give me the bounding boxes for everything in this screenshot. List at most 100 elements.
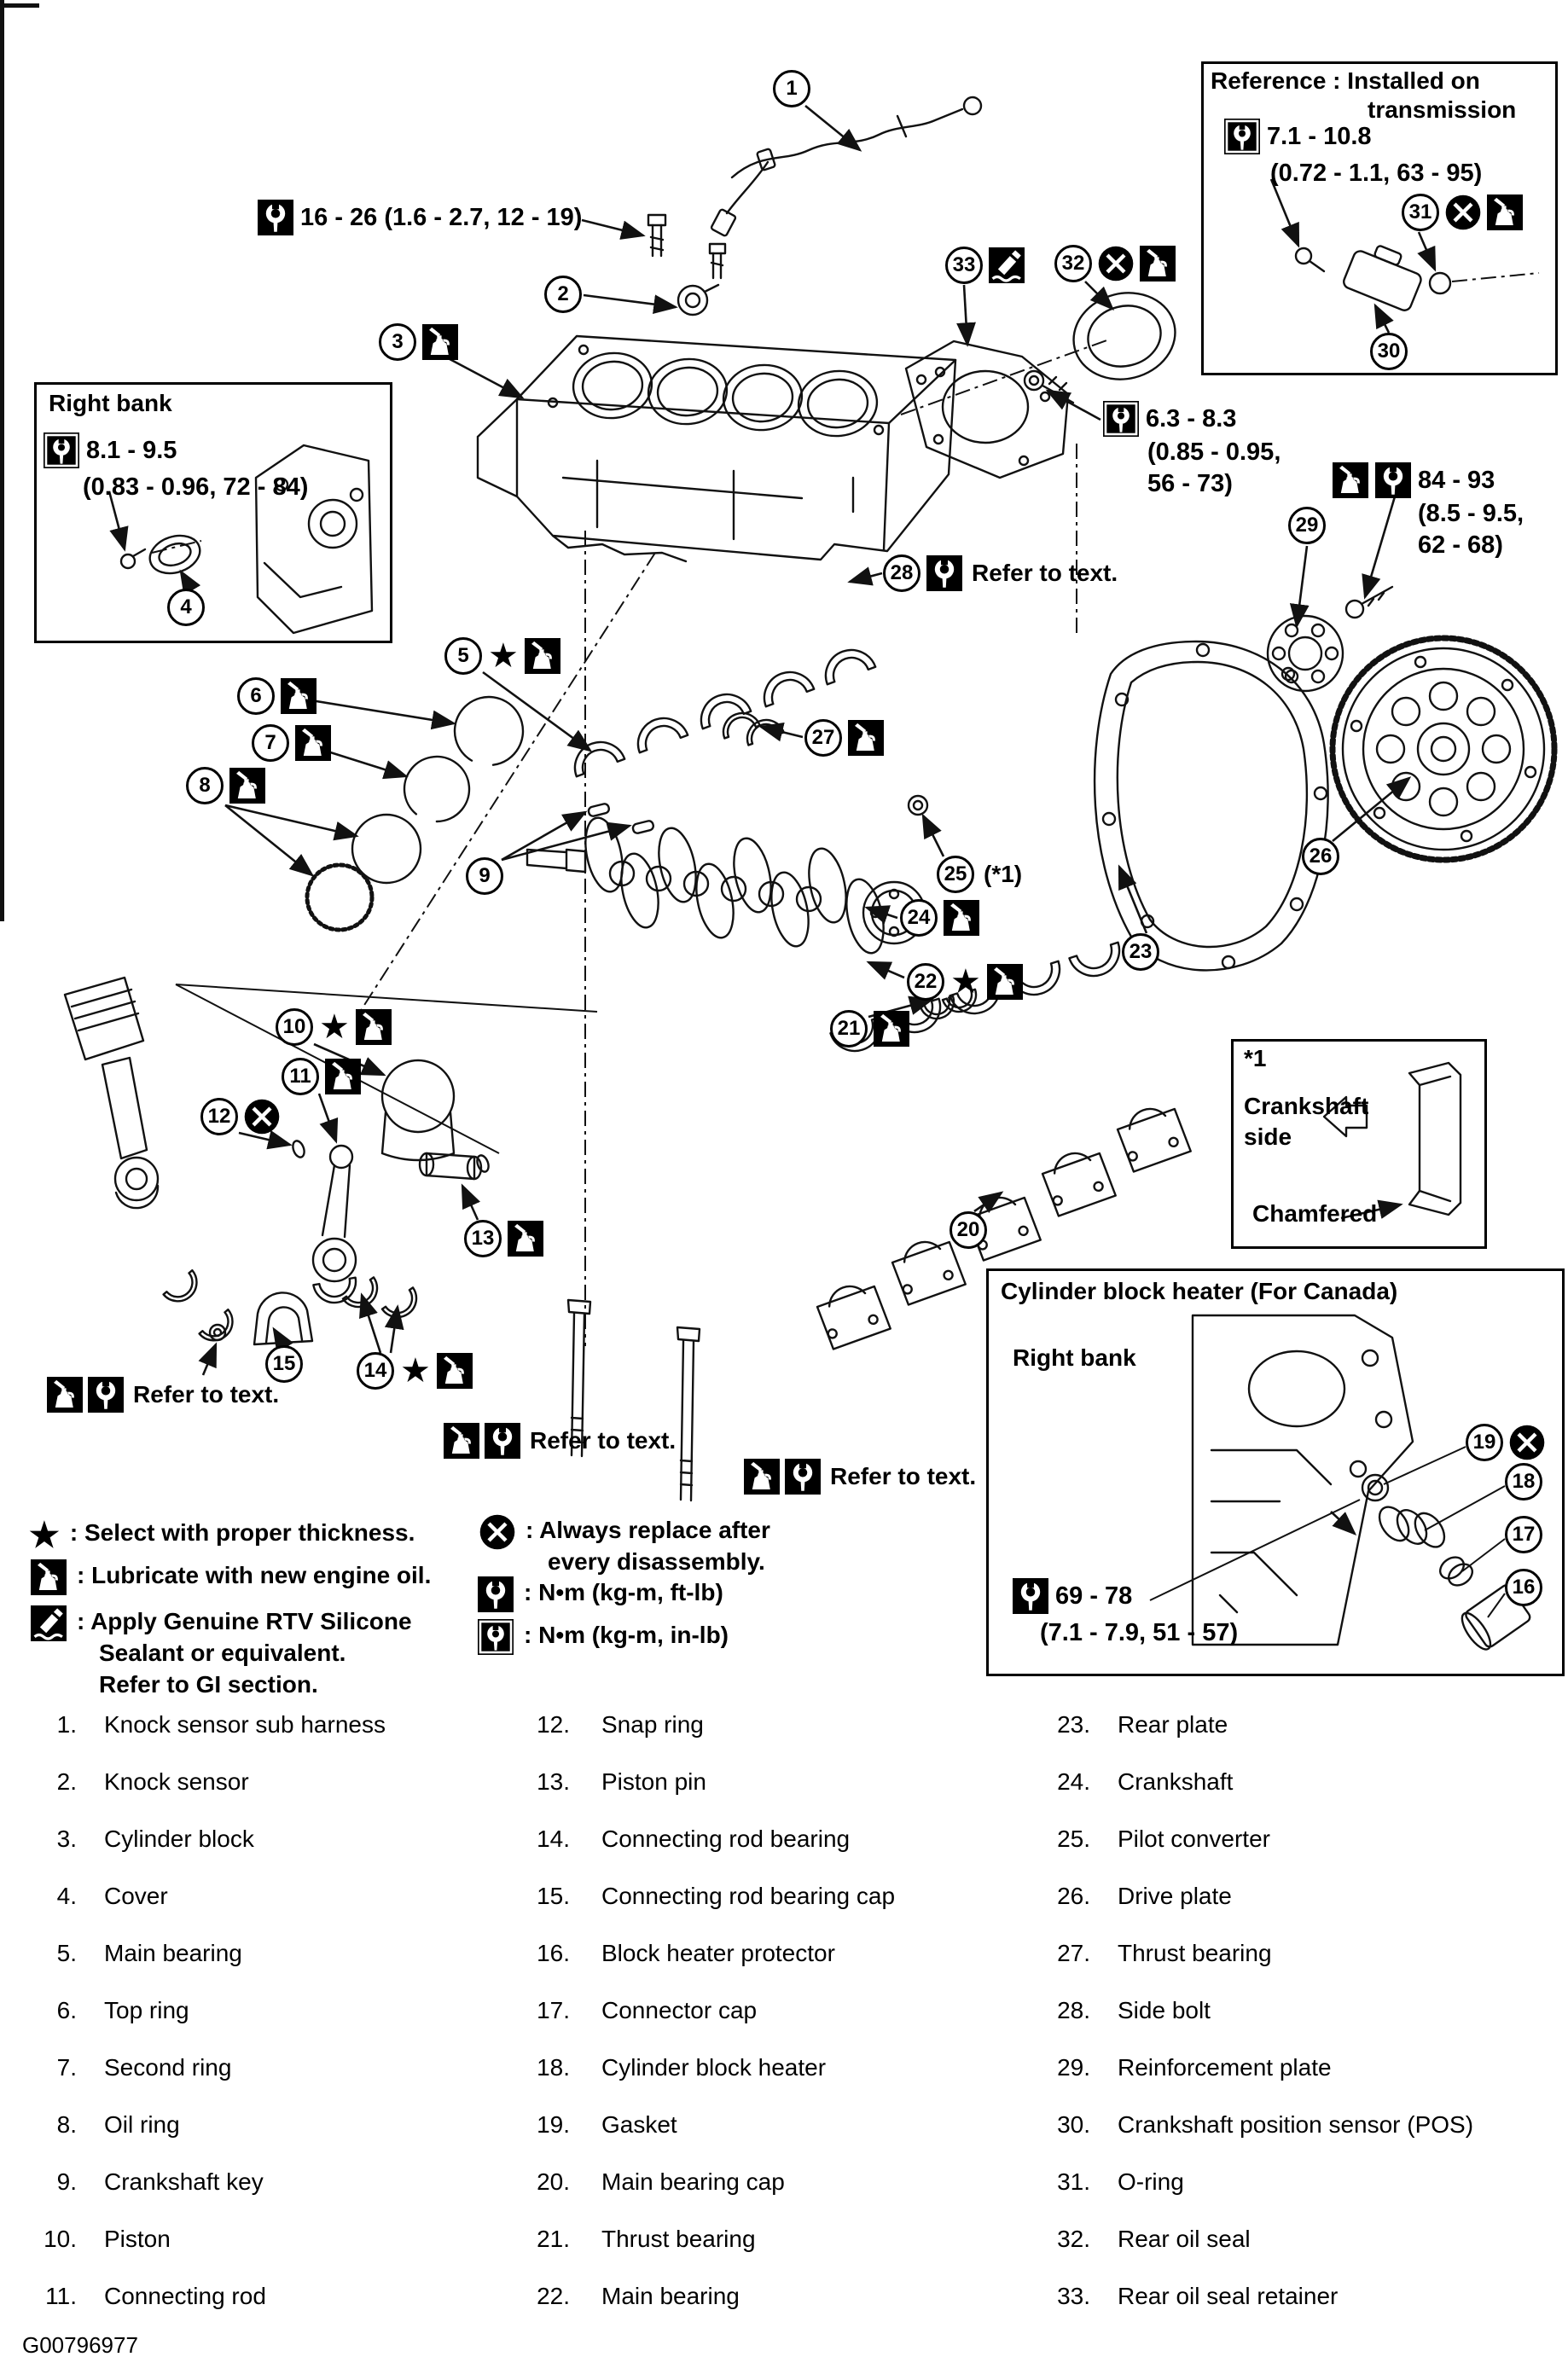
callout-number: 4 [167,589,205,626]
callout-19: 19 [1466,1424,1545,1461]
callout-15: 15 [265,1345,303,1383]
part-number: 14. [537,1826,570,1852]
legend-text: : N•m (kg-m, ft-lb) [524,1579,723,1605]
note-label-line1: Crankshaft [1244,1093,1369,1119]
callout-number: 5 [444,637,482,675]
callout-number: 25 [937,856,974,893]
torque-value-sub: (8.5 - 9.5, [1418,500,1524,527]
callout-22: 22★ [907,963,1023,1001]
part-label: Thrust bearing [1118,1940,1272,1966]
part-label: Crankshaft [1118,1768,1234,1795]
heater-box-title: Cylinder block heater (For Canada) [1001,1278,1398,1304]
part-number: 33. [1057,2283,1090,2309]
callout-5: 5★ [444,637,560,675]
oil-can-icon [524,638,560,674]
callout-number: 15 [265,1345,303,1383]
callout-number: 3 [379,323,416,361]
callout-number: 20 [950,1211,987,1249]
oil-can-icon [355,1009,392,1045]
refer-note-2: Refer to text. [444,1423,676,1459]
select-thickness-star-icon: ★ [400,1352,431,1390]
part-label: Crankshaft position sensor (POS) [1118,2111,1474,2138]
part-label: Cylinder block [104,1826,254,1852]
torque-value-sub: (0.85 - 0.95, [1147,438,1281,466]
part-label: O-ring [1118,2168,1184,2195]
oil-can-icon [295,725,331,761]
part-label: Snap ring [601,1711,704,1738]
reference-box-title-line2: transmission [1368,96,1517,123]
legend-wrench-in: : N•m (kg-m, in-lb) [478,1619,729,1655]
always-replace-icon [244,1099,280,1135]
refer-note-1: Refer to text. [47,1377,279,1413]
part-label: Thrust bearing [601,2226,756,2252]
callout-8: 8 [186,767,265,804]
callout-number: 33 [945,247,983,284]
part-number: 21. [537,2226,570,2252]
callout-18: 18 [1505,1463,1542,1501]
callout-33: 33 [945,247,1025,284]
callout-text: Refer to text. [972,560,1118,586]
bolt-16-26-torque-label: 16 - 26 (1.6 - 2.7, 12 - 19) [258,200,582,235]
callout-11: 11 [282,1058,361,1095]
torque-value-sub: 56 - 73) [1147,470,1233,497]
always-replace-icon [1509,1425,1545,1460]
torque-value: 7.1 - 10.8 [1267,122,1372,150]
part-number: 9. [56,2168,77,2195]
callout-2: 2 [544,276,582,313]
callout-number: 10 [276,1008,313,1046]
callout-number: 8 [186,767,224,804]
part-label: Main bearing [601,2283,740,2309]
part-label: Main bearing [104,1940,242,1966]
callout-16: 16 [1505,1569,1542,1606]
part-number: 6. [56,1997,77,2023]
part-number: 27. [1057,1940,1090,1966]
refer-note-text: Refer to text. [530,1427,677,1454]
callout-number: 30 [1370,333,1408,370]
callout-number: 13 [464,1220,502,1257]
torque-value: 6.3 - 8.3 [1146,404,1237,432]
part-label: Cylinder block heater [601,2054,827,2081]
torque-value: 16 - 26 (1.6 - 2.7, 12 - 19) [300,203,583,231]
oil-can-icon [436,1353,473,1389]
part-number: 15. [537,1883,570,1909]
torque-value-sub: 62 - 68) [1418,531,1503,559]
part-label: Main bearing cap [601,2168,785,2195]
reference-torque: 7.1 - 10.8 [1224,119,1372,154]
callout-23: 23 [1122,933,1159,971]
torque-in-lb-icon [44,432,79,468]
torque-value-sub: (7.1 - 7.9, 51 - 57) [1040,1619,1239,1646]
callout-7: 7 [252,724,331,762]
part-label: Connecting rod [104,2283,266,2309]
oil-can-icon [422,324,458,360]
oil-can-icon [508,1221,543,1257]
part-number: 24. [1057,1768,1090,1795]
rtv-sealant-icon [989,247,1025,283]
part-label: Pilot converter [1118,1826,1270,1852]
part-label: Top ring [104,1997,189,2023]
callout-number: 14 [357,1352,394,1390]
torque-ft-lb-icon [1375,462,1411,498]
note-tag: *1 [1244,1045,1267,1071]
heater-box-subtitle: Right bank [1013,1344,1136,1371]
part-number: 12. [537,1711,570,1738]
torque-in-lb-icon [478,1619,514,1655]
select-thickness-star-icon: ★ [29,1517,60,1554]
cylinder-block-heater-box: Cylinder block heater (For Canada) Right… [986,1268,1565,1676]
callout-number: 9 [466,857,503,895]
torque-value: 8.1 - 9.5 [86,436,177,464]
callout-number: 23 [1122,933,1159,971]
refer-note-3: Refer to text. [744,1459,976,1495]
refer-note-text: Refer to text. [830,1463,977,1489]
callout-27: 27 [804,719,884,757]
torque-ft-lb-icon [785,1459,821,1495]
part-label: Drive plate [1118,1883,1232,1909]
torque-value-sub: (0.72 - 1.1, 63 - 95) [1270,160,1483,187]
bolt-84-93-torque-label: 84 - 93(8.5 - 9.5,62 - 68) [1333,462,1524,561]
part-label: Crankshaft key [104,2168,264,2195]
right-bank-torque: 8.1 - 9.5 [44,432,177,468]
part-number: 4. [56,1883,77,1909]
part-number: 29. [1057,2054,1090,2081]
callout-number: 27 [804,719,842,757]
note-chamfered-label: Chamfered [1252,1200,1378,1227]
